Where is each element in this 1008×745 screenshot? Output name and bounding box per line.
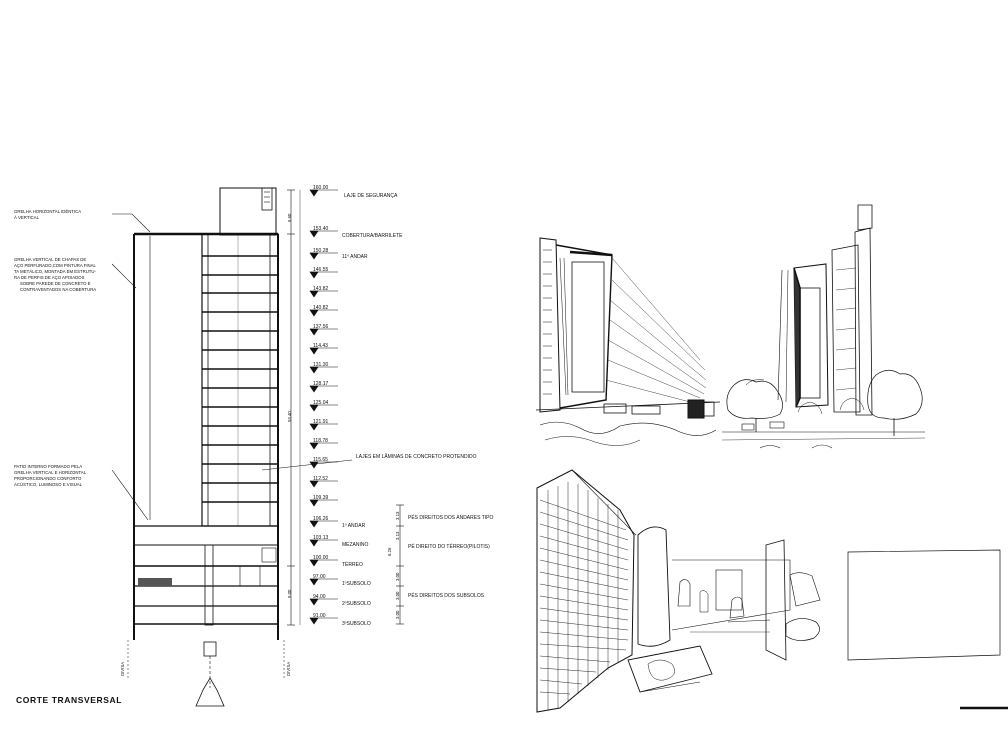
dim-total: 53.40 (287, 411, 292, 422)
level-name: LAJE DE SEGURANÇA (344, 193, 398, 199)
note-ground-floor: PÉ DIREITO DO TÉRREO(PILOTIS) (408, 543, 490, 550)
street-view-sketch-right (721, 204, 926, 449)
note-basements: PÉS DIREITOS DOS SUBSOLOS (408, 592, 485, 599)
annotation-line: RA DE PERFIS DE AÇO APOIADOS (14, 275, 85, 280)
level-value: 146.55 (313, 267, 329, 273)
dim-d1: 3.13 (395, 511, 400, 520)
annotation-line: CONTRAVENTADOS NA COBERTURA (20, 287, 96, 292)
floor-slabs (202, 255, 278, 503)
dim-d4: 3.00 (395, 572, 400, 581)
level-value: 112.52 (313, 476, 328, 482)
level-name: 1ºSUBSOLO (342, 581, 371, 587)
level-name: 1º ANDAR (342, 523, 366, 529)
dim-top: 6.60 (287, 213, 292, 222)
level-value: 137.56 (313, 324, 329, 330)
annotation-line: GRELHA VERTICAL E HORIZONTAL (14, 470, 87, 475)
level-name: 2ºSUBSOLO (342, 601, 371, 607)
level-value: 100.00 (313, 555, 329, 561)
level-name: COBERTURA/BARRILETE (342, 233, 403, 239)
annotation-line: PATIO INTERNO FORMADO PELA (14, 464, 82, 469)
annotation-line: À VERTICAL (14, 215, 40, 220)
level-value: 160.00 (313, 185, 329, 191)
level-markers (309, 189, 338, 625)
level-value: 153.40 (313, 226, 329, 232)
dim-below: 9.00 (287, 589, 292, 598)
level-value: 106.26 (313, 516, 329, 522)
dim-d3: 6.26 (387, 547, 392, 556)
dim-d2: 3.13 (395, 531, 400, 540)
cross-section-drawing (111, 187, 404, 707)
level-name: 11º ANDAR (342, 254, 368, 260)
level-value: 114.43 (313, 343, 328, 349)
level-name: 3ºSUBSOLO (342, 621, 371, 627)
level-value: 128.17 (313, 381, 329, 387)
level-value: 125.04 (313, 400, 329, 406)
level-value: 97.00 (313, 574, 326, 580)
level-value: 121.91 (313, 419, 329, 425)
level-value: 91.00 (313, 613, 326, 619)
street-view-sketch-left (535, 237, 721, 446)
divisa-right: DIVISA (286, 662, 291, 676)
level-value: 103.13 (313, 535, 329, 541)
divisa-left: DIVISA (120, 662, 125, 676)
level-value: 150.28 (313, 248, 329, 254)
level-name: TÉRREO (342, 561, 363, 568)
level-value: 115.65 (313, 457, 328, 463)
annotation-line: SOBRE PAREDE DE CONCRETO E (20, 281, 91, 286)
level-value: 140.82 (313, 305, 329, 311)
left-annotations: GRELHA HORIZONTAL IDÊNTICA À VERTICAL GR… (14, 209, 97, 487)
annotation-line: PROPORCIONANDO CONFORTO (14, 476, 82, 481)
level-value: 143.82 (313, 286, 329, 292)
level-value: 118.78 (313, 438, 328, 444)
annotation-line: GRELHA VERTICAL DE CHAPAS DE (14, 257, 86, 262)
annotation-line: GRELHA HORIZONTAL IDÊNTICA (14, 209, 81, 214)
dim-d5: 3.00 (395, 591, 400, 600)
dim-d6: 3.00 (395, 610, 400, 619)
level-name: MEZANINO (342, 542, 369, 548)
section-title: CORTE TRANSVERSAL (16, 695, 122, 705)
annotation-line: AÇO PERFURADO,COM PINTURA FINAL (14, 263, 96, 268)
level-names: LAJE DE SEGURANÇA COBERTURA/BARRILETE 11… (342, 193, 403, 627)
annotation-line: TA METÁLICO, MONTADA EM ESTRUTU- (14, 269, 97, 274)
note-typical-floors: PÉS DIREITOS DOS ANDARES TIPO (408, 514, 494, 521)
level-value: 109.39 (313, 495, 329, 501)
interior-view-sketch (536, 469, 1001, 713)
level-value: 94.00 (313, 594, 326, 600)
level-values: 160.00 153.40 150.28 146.55 143.82 140.8… (313, 185, 329, 619)
note-slabs: LAJES EM LÂMINAS DE CONCRETO PROTENDIDO (356, 453, 477, 460)
annotation-line: ACÚSTICO, LUMINOSO E VISUAL (14, 482, 83, 487)
level-value: 131.30 (313, 362, 329, 368)
